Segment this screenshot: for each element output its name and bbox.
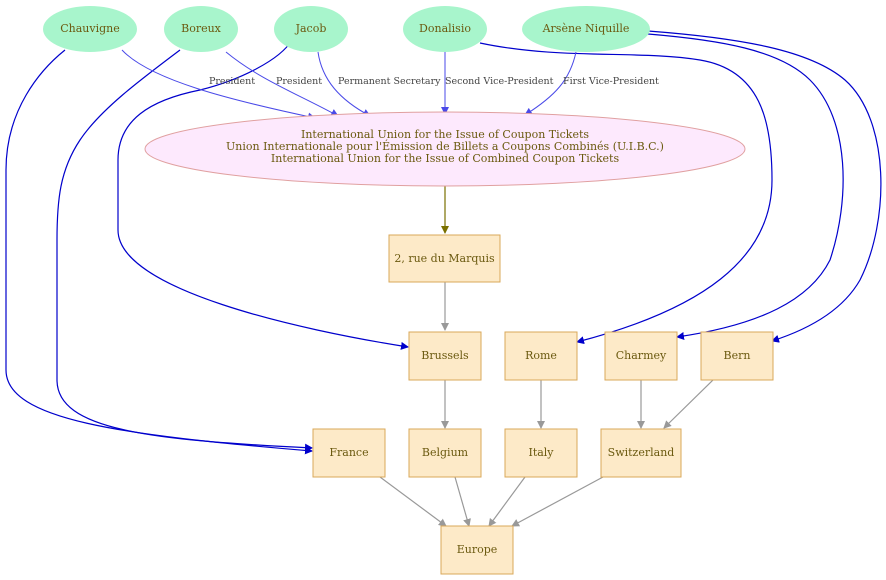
place-label: Charmey bbox=[616, 349, 667, 362]
place-node-brussels: Brussels bbox=[408, 331, 482, 381]
organization-name-en: International Union for the Issue of Cou… bbox=[301, 128, 589, 141]
role-edges bbox=[121, 49, 577, 121]
place-node-france: France bbox=[312, 428, 386, 478]
edge-niquille-charmey bbox=[647, 33, 844, 340]
person-label: Donalisio bbox=[419, 22, 471, 35]
person-label: Chauvigne bbox=[60, 22, 120, 35]
edge-italy-europe bbox=[488, 476, 526, 527]
place-node-rome: Rome bbox=[504, 331, 578, 381]
hierarchy-edges bbox=[379, 282, 714, 527]
edge-niquille-bern bbox=[647, 30, 882, 343]
edge-niquille-org bbox=[524, 51, 577, 116]
edge-france-europe bbox=[379, 476, 447, 527]
place-label: Belgium bbox=[422, 446, 469, 459]
edge-boreux-france bbox=[56, 49, 313, 452]
place-label: Rome bbox=[525, 349, 557, 362]
role-label-jacob: Permanent Secretary bbox=[338, 76, 441, 87]
location-edges bbox=[5, 30, 882, 455]
person-node-boreux: Boreux bbox=[164, 6, 238, 52]
place-node-belgium: Belgium bbox=[408, 428, 482, 478]
place-node-charmey: Charmey bbox=[604, 331, 678, 381]
place-label: Bern bbox=[724, 349, 751, 362]
person-node-donalisio: Donalisio bbox=[403, 6, 487, 52]
place-label: Switzerland bbox=[608, 446, 675, 459]
person-label: Jacob bbox=[295, 22, 327, 35]
place-label: 2, rue du Marquis bbox=[394, 252, 495, 265]
edge-chauvigne-org bbox=[121, 49, 316, 121]
edge-donalisio-rome bbox=[479, 42, 773, 345]
organization-name-fr: Union Internationale pour l'Émission de … bbox=[226, 139, 664, 153]
place-label: France bbox=[329, 446, 368, 459]
place-node-italy: Italy bbox=[504, 428, 578, 478]
edge-belgium-europe bbox=[454, 476, 471, 527]
organization-name-alt: International Union for the Issue of Com… bbox=[271, 152, 620, 165]
role-label-boreux: President bbox=[276, 76, 322, 87]
role-label-chauvigne: President bbox=[209, 76, 255, 87]
edge-bern-switzerland bbox=[663, 379, 714, 429]
person-node-chauvigne: Chauvigne bbox=[43, 6, 137, 52]
place-label: Brussels bbox=[421, 349, 469, 362]
person-node-niquille: Arsène Niquille bbox=[522, 6, 650, 52]
edge-switzerland-europe bbox=[511, 476, 604, 527]
edge-boreux-org bbox=[225, 51, 339, 117]
organization-node: International Union for the Issue of Cou… bbox=[144, 111, 746, 187]
person-label: Arsène Niquille bbox=[542, 22, 630, 35]
place-node-bern: Bern bbox=[700, 331, 774, 381]
place-node-europe: Europe bbox=[440, 525, 514, 575]
place-label: Europe bbox=[457, 543, 498, 556]
place-node-address: 2, rue du Marquis bbox=[388, 234, 501, 283]
place-label: Italy bbox=[528, 446, 554, 459]
edge-jacob-org bbox=[317, 51, 371, 117]
role-label-donalisio: Second Vice-President bbox=[445, 76, 554, 87]
person-label: Boreux bbox=[181, 22, 222, 35]
edge-jacob-brussels bbox=[117, 39, 409, 350]
edge-chauvigne-france bbox=[5, 49, 313, 455]
person-node-jacob: Jacob bbox=[274, 6, 348, 52]
place-node-switzerland: Switzerland bbox=[600, 428, 682, 478]
role-label-niquille: First Vice-President bbox=[563, 76, 659, 87]
